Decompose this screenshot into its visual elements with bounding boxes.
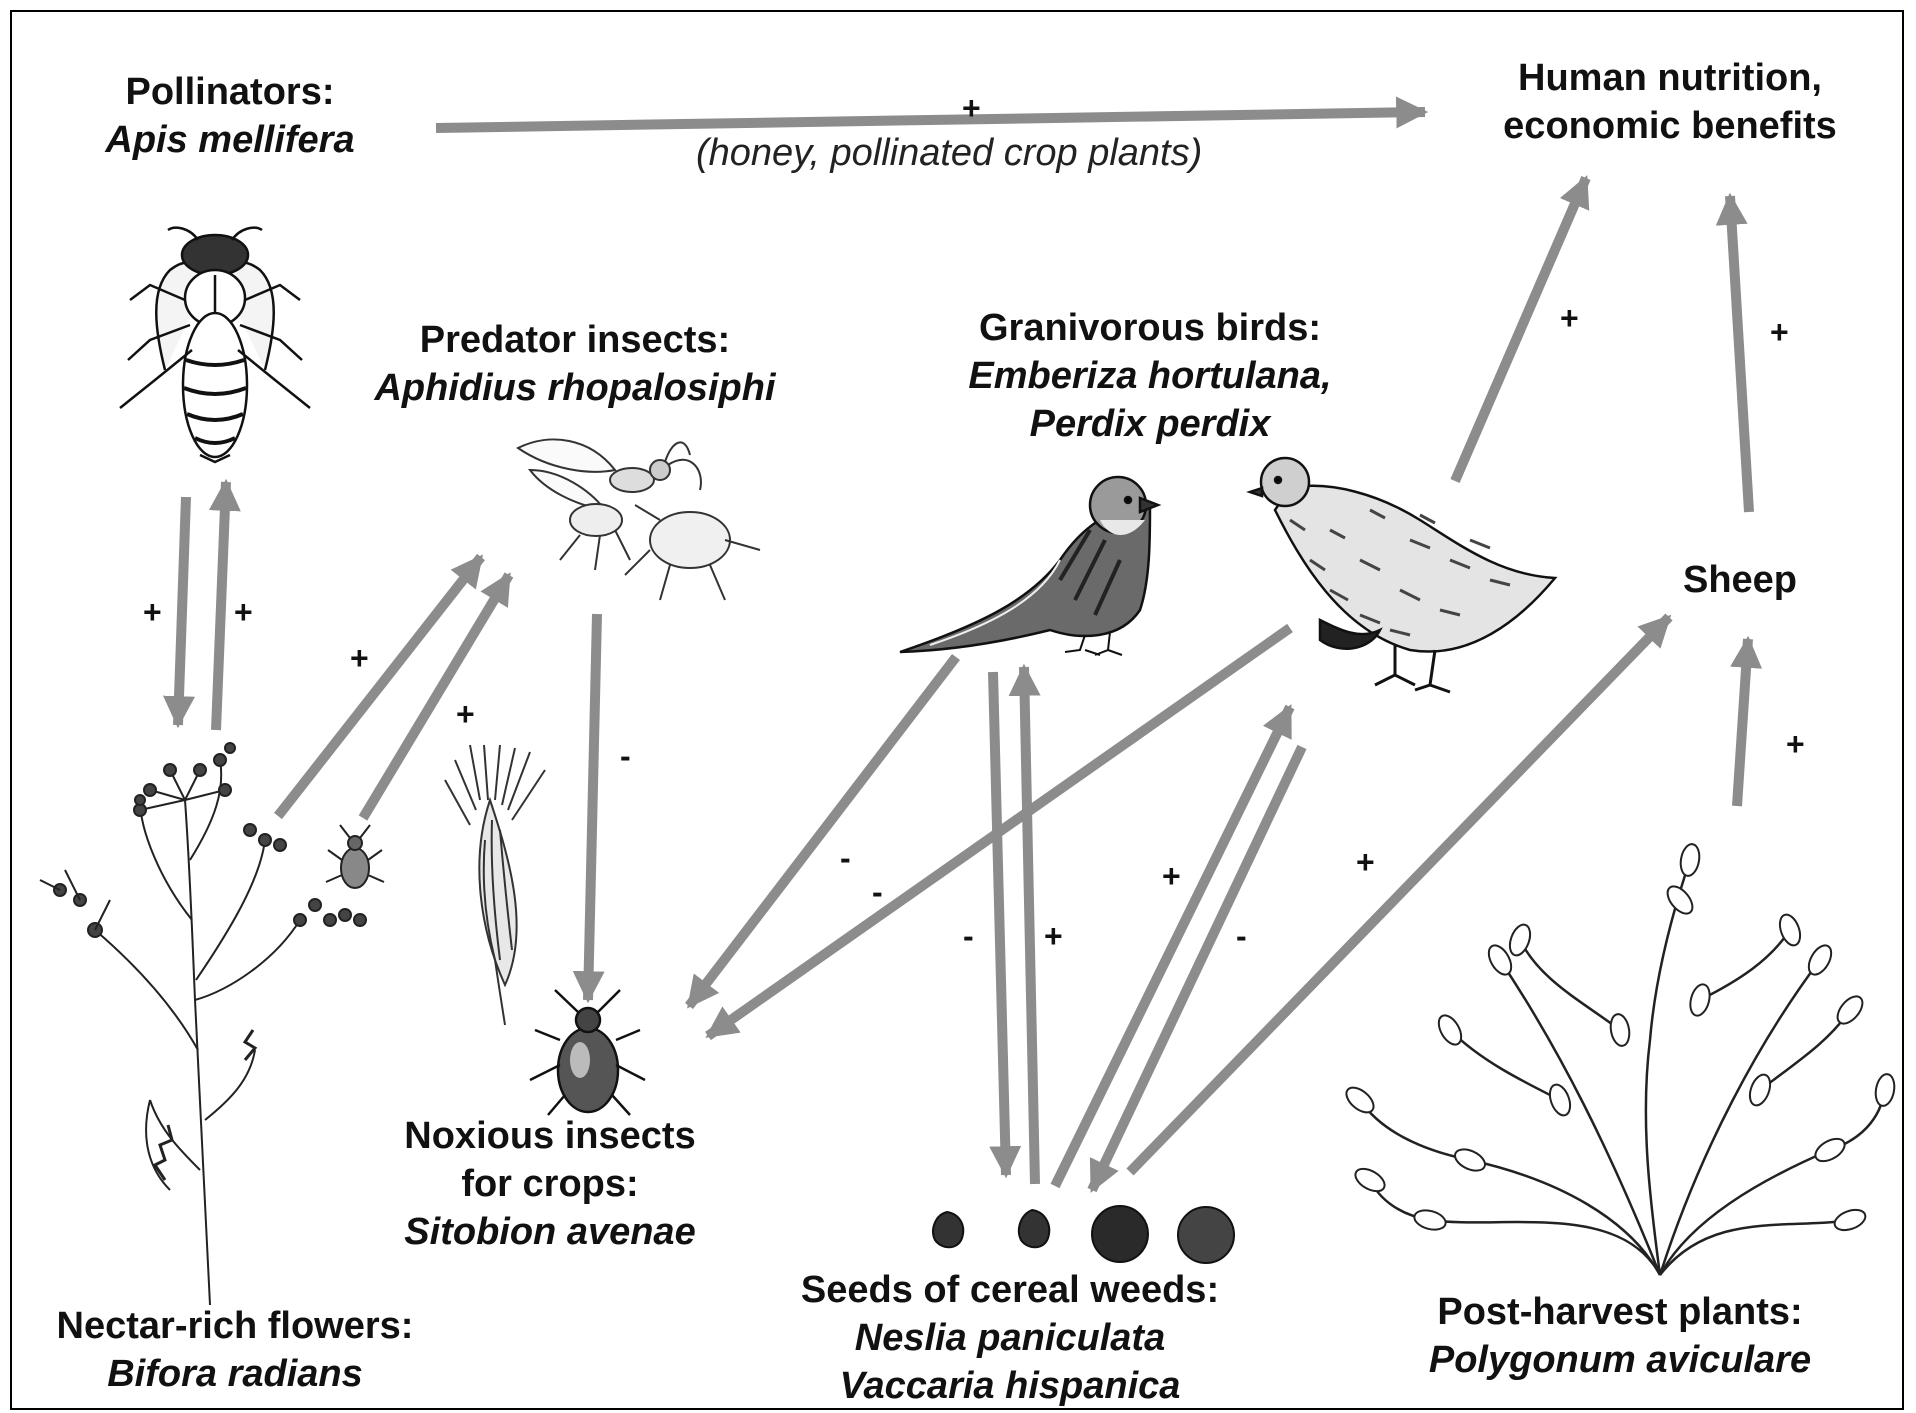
sign-partridge-noxious: - <box>872 874 883 910</box>
seeds-species-2: Vaccaria hispanica <box>839 1365 1181 1407</box>
arrow-flowers-to-predators-2 <box>358 572 514 821</box>
flowers-species: Bifora radians <box>107 1353 363 1395</box>
sign-seeds-birds-2: + <box>1162 858 1181 894</box>
flowers-heading: Nectar-rich flowers: <box>56 1305 414 1347</box>
sign-predators-noxious: - <box>620 738 631 774</box>
neslia-seed-1 <box>932 1210 965 1249</box>
sign-partridge-human: + <box>1560 300 1579 336</box>
arrow-partridge-to-human <box>1450 175 1591 483</box>
predators-heading: Predator insects: <box>419 319 731 361</box>
seeds-label: Seeds of cereal weeds: Neslia paniculata… <box>760 1266 1260 1410</box>
honeybee-illustration <box>119 226 311 464</box>
sign-postharvest-sheep: + <box>1786 726 1805 762</box>
sign-partridge-seeds: - <box>1236 918 1247 954</box>
seeds-species-1: Neslia paniculata <box>854 1317 1166 1359</box>
human-label: Human nutrition, economic benefits <box>1470 54 1870 150</box>
arrow-birds-to-seeds <box>988 671 1022 1179</box>
sign-seeds-sheep: + <box>1356 844 1375 880</box>
ortolan-bunting-illustration <box>899 475 1162 656</box>
sign-flowers-predators-2: + <box>456 696 475 732</box>
neslia-seed-2 <box>1017 1208 1051 1249</box>
human-heading-line-2: economic benefits <box>1503 105 1837 147</box>
arrow-partridge-to-seeds <box>1087 744 1307 1193</box>
predators-label: Predator insects: Aphidius rhopalosiphi <box>350 316 800 412</box>
noxious-heading-line-1: Noxious insects <box>404 1115 696 1157</box>
flowers-label: Nectar-rich flowers: Bifora radians <box>20 1302 450 1398</box>
pollinators-heading: Pollinators: <box>125 71 335 113</box>
seeds-heading: Seeds of cereal weeds: <box>800 1269 1220 1311</box>
vaccaria-seed-1 <box>1091 1205 1149 1263</box>
predator-insect-illustration <box>516 438 761 601</box>
arrow-flowers-to-pollinators <box>208 478 241 731</box>
nectar-flower-illustration <box>39 742 367 1306</box>
vaccaria-seed-2 <box>1177 1206 1235 1264</box>
birds-label: Granivorous birds: Emberiza hortulana, P… <box>920 304 1380 448</box>
sign-sheep-human: + <box>1770 314 1789 350</box>
wheat-ear-illustration <box>444 744 546 1026</box>
sheep-heading: Sheep <box>1682 559 1798 601</box>
arrow-pollinators-to-human <box>435 96 1429 133</box>
sign-pollinators-flowers: + <box>143 594 162 630</box>
pollinators-species: Apis mellifera <box>105 119 355 161</box>
postharvest-heading: Post-harvest plants: <box>1437 1291 1803 1333</box>
sign-birds-seeds: - <box>963 918 974 954</box>
arrow-seeds-to-sheep <box>1126 613 1673 1176</box>
arrow-flowers-to-predators-1 <box>274 553 485 820</box>
sign-seeds-birds-1: + <box>1044 918 1063 954</box>
sign-pollinators-human: + <box>962 90 981 126</box>
pollinators-label: Pollinators: Apis mellifera <box>80 68 380 164</box>
arrow-sheep-to-human <box>1715 192 1754 513</box>
noxious-species: Sitobion avenae <box>404 1211 696 1253</box>
honey-edge-note: (honey, pollinated crop plants) <box>696 132 1203 174</box>
diagram-frame <box>10 10 1904 1410</box>
arrow-predators-to-noxious <box>572 613 605 1004</box>
knotgrass-illustration <box>1345 843 1896 1276</box>
arrow-seeds-to-birds-2 <box>1050 704 1295 1189</box>
arrow-bunting-to-noxious <box>685 653 960 1010</box>
postharvest-species: Polygonum aviculare <box>1428 1339 1812 1381</box>
noxious-label: Noxious insects for crops: Sitobion aven… <box>370 1112 730 1256</box>
arrow-postharvest-to-sheep <box>1730 635 1763 807</box>
noxious-aphid-illustration <box>529 989 646 1116</box>
edge-arrows <box>163 96 1763 1193</box>
noxious-heading-line-2: for crops: <box>461 1163 639 1205</box>
grey-partridge-illustration <box>1246 456 1558 694</box>
sign-bunting-noxious: - <box>840 840 851 876</box>
birds-species-2: Perdix perdix <box>1029 403 1271 445</box>
arrow-seeds-to-birds-1 <box>1008 663 1041 1185</box>
sign-flowers-pollinators: + <box>234 594 253 630</box>
small-aphid-illustration <box>325 824 385 889</box>
weed-seeds-illustration <box>932 1205 1235 1264</box>
birds-heading: Granivorous birds: <box>978 307 1322 349</box>
postharvest-label: Post-harvest plants: Polygonum aviculare <box>1400 1288 1840 1384</box>
arrow-pollinators-to-flowers <box>163 496 196 729</box>
birds-species-1: Emberiza hortulana, <box>968 355 1332 397</box>
sign-flowers-predators-1: + <box>350 640 369 676</box>
sheep-label: Sheep <box>1660 556 1820 604</box>
predators-species: Aphidius rhopalosiphi <box>374 367 776 409</box>
human-heading-line-1: Human nutrition, <box>1518 57 1822 99</box>
